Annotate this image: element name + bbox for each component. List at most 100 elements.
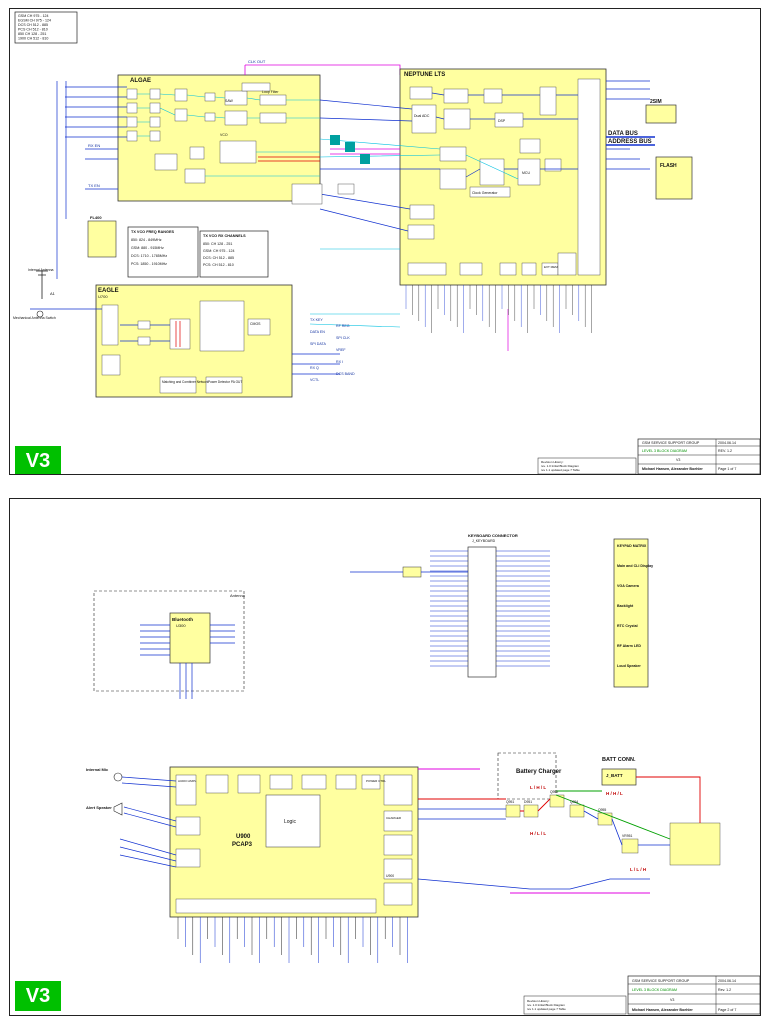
title-page-1: Page 1 of 7 [718, 467, 736, 471]
pcap-name-label: PCAP3 [232, 842, 253, 848]
component-ref: Q951 [506, 800, 514, 804]
title-authors-2: Michael Hansen, Alexander Boehler [632, 1008, 693, 1012]
notes-1-1: rev. 1.0 Initial Block Diagram [541, 464, 579, 468]
antenna-symbol [36, 270, 48, 299]
ext-mem-label: EXT MEM [544, 265, 558, 269]
vco-label: VCO [220, 133, 228, 137]
signal-label: VCTL [310, 378, 319, 382]
title-product-2: V3 [670, 998, 674, 1002]
signal-label: RF REG [336, 324, 350, 328]
title-block-2 [627, 975, 760, 1015]
saw-label: SAW [225, 99, 234, 103]
rx-channel-row: DCS: CH 512 - 885 [203, 256, 234, 260]
notes-1-2: rev 1.1 updated page 7 Table [541, 468, 580, 472]
component-ref: VR951 [622, 834, 632, 838]
keypad-item: RF Alarm LED [617, 644, 641, 648]
tx-channel-row: DCS: 1710 - 1785MHz [131, 254, 167, 258]
clock-label: Clock Generator [472, 191, 498, 195]
dual-adc-label: Dual ADC [414, 114, 430, 118]
signal-label: SPI CLK [336, 336, 350, 340]
grid-state-label: L / L / H [630, 867, 646, 872]
band-line: EGSM CH 975 - 124 [18, 19, 51, 23]
ssim-block [645, 104, 677, 124]
band-line: 1900 CH 512 - 810 [18, 37, 48, 41]
signal-label: VREF [336, 348, 346, 352]
tx-channel-row: GSM: 880 - 915MHz [131, 246, 164, 250]
grid-state-label: H / H / L [606, 791, 623, 796]
title-date-1: 2004.06.14 [718, 441, 736, 445]
tx-channel-row: 850: 824 - 849MHz [131, 238, 162, 242]
band-line: PCS CH 512 - 810 [18, 28, 48, 32]
schematic-page-2: Antenna Bluetooth U300 KEYBOARD CONNECTO… [9, 498, 761, 1016]
ant-switch-icon [36, 310, 44, 318]
mic-icon [113, 772, 123, 782]
notes-1-0: Revision History: [541, 460, 564, 464]
loop-filter-label: Loop Filter [262, 90, 279, 94]
matching-label: Matching and Combiner Network [162, 380, 209, 384]
keypad-item: Loud Speaker [617, 664, 641, 668]
title-level-1: LEVEL 3 BLOCK DIAGRAM [642, 449, 687, 453]
batt-conn-label: BATT CONN. [602, 757, 636, 763]
eagle-sub-label: U700 [98, 294, 108, 299]
signal-label: RX Q [310, 366, 319, 370]
grid-state-label: L / H / L [530, 785, 546, 790]
title-level-2: LEVEL 3 BLOCK DIAGRAM [632, 988, 677, 992]
rx-channel-row: 850: CH 128 - 251 [203, 242, 232, 246]
keypad-item: RTC Crystal [617, 624, 638, 628]
power-ctrl-label: POWER CTRL [366, 779, 386, 783]
band-line: 850 CH 128 - 251 [18, 32, 46, 36]
grid-state-label: H / L / L [530, 831, 546, 836]
component-ref: Q952 [550, 790, 558, 794]
rx-channels-table [199, 230, 269, 278]
signal-label: DCS BAND [336, 372, 355, 376]
fl400-label: FL400 [90, 215, 102, 220]
tx-table-title: TX VCO FREQ RANGES [131, 230, 175, 234]
rx-en-label: RX EN [88, 143, 100, 148]
ssim-label: 2SIM [650, 99, 662, 105]
logic-block [265, 794, 321, 848]
battery-charger-area [497, 752, 557, 800]
bluetooth-label: Bluetooth [172, 617, 193, 622]
speaker-icon [113, 802, 123, 816]
band-info-box [14, 11, 78, 44]
keypad-item: VGA Camera [617, 584, 640, 588]
title-block-1 [637, 438, 760, 474]
bt-ref-label: U300 [176, 623, 186, 628]
dsp-label: DSP [498, 119, 506, 123]
eagle-label: EAGLE [98, 288, 119, 294]
pcap-ref-label: U900 [236, 834, 251, 840]
title-page-2: Page 2 of 7 [718, 1008, 736, 1012]
audio-label: AUDIO AMPL [178, 779, 197, 783]
component-ref: Q955 [598, 808, 606, 812]
title-date-2: 2004.06.14 [718, 979, 736, 983]
flash-block [655, 156, 693, 200]
title-product-1: V3 [676, 458, 680, 462]
charger-label: CHARGER [386, 816, 402, 820]
v3-badge-page-1: V3 [15, 446, 61, 474]
signal-label: SPI DATA [310, 342, 326, 346]
cmos-label: CMOS [250, 322, 261, 326]
antenna-label: Internal Antenna [28, 268, 54, 272]
keypad-item: KEYPAD MATRIX [617, 544, 647, 548]
power-detector-label: Power Detector PA OUT [208, 380, 242, 384]
keypad-panel [613, 538, 649, 688]
title-authors-1: Michael Hansen, Alexander Boehler [642, 467, 703, 471]
bluetooth-block [169, 612, 211, 664]
signal-label: RX I [336, 360, 343, 364]
title-org-2: GSM SERVICE SUPPORT GROUP [632, 979, 690, 983]
bluetooth-area [93, 590, 245, 692]
notes-box-1 [537, 457, 637, 474]
tx-channels-table [127, 226, 199, 278]
band-line: GSM CH 975 - 124 [18, 14, 49, 18]
component-ref: U900 [386, 874, 394, 878]
rx-channel-row: GSM: CH 975 - 124 [203, 249, 235, 253]
notes-2-1: rev. 1.0 Initial Block Diagram [527, 1003, 565, 1007]
battery-charger-label: Battery Charger [516, 769, 562, 775]
alert-speaker-label: Alert Speaker [86, 805, 112, 810]
tx-channel-row: PCS: 1850 - 1910MHz [131, 262, 167, 266]
signal-label: DATA EN [310, 330, 325, 334]
band-line: DCS CH 512 - 885 [18, 23, 48, 27]
keypad-item: Main and CLI Display [617, 564, 653, 568]
